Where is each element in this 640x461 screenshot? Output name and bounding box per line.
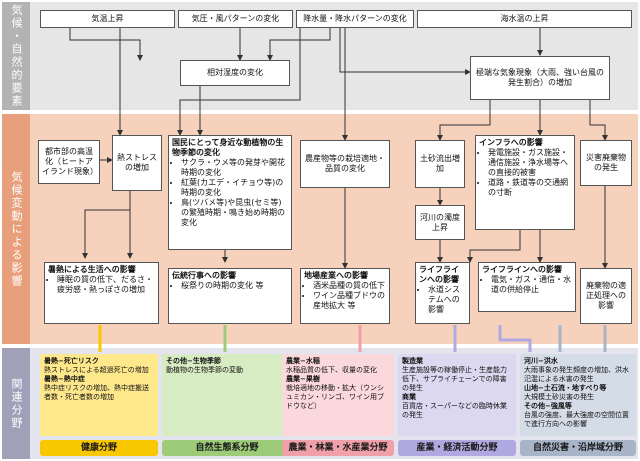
lifeline-supply-item: 電気・ガス・通信・水道の供給停止 — [491, 275, 572, 295]
sector-tab: 農業・林業・水産業分野 — [282, 440, 394, 456]
heat-life-item: 睡眠の質の低下、だるさ・疲労感・熱っぽさの増加 — [57, 275, 155, 295]
climate-band-label: 気候・自然的要素 — [2, 2, 30, 110]
sediment-box: 土砂流出増加 — [415, 140, 465, 188]
pressure-wind-label: 気圧・風パターンの変化 — [191, 14, 280, 23]
sea-temperature-label: 海水温の上昇 — [500, 14, 549, 23]
humidity-label: 相対湿度の変化 — [207, 68, 263, 77]
river-turbidity-box: 河川の濁度上昇 — [415, 205, 465, 240]
humidity-box: 相対湿度の変化 — [180, 60, 290, 86]
heat-stress-box: 熱ストレスの増加 — [112, 135, 162, 191]
urban-heat-label: 都市部の高温化（ヒートアイランド現象） — [42, 147, 98, 176]
sector-item-heading: 製造業 — [402, 357, 423, 365]
sector-item-heading: その他−強風等 — [524, 402, 572, 410]
sector-tab: 産業・経済活動分野 — [398, 440, 516, 456]
bio-season-list: サクラ・ウメ等の発芽や開花時期の変化 紅葉(カエデ・イチョウ等)の時期の変化 鳥… — [172, 158, 288, 228]
sea-temperature-box: 海水温の上昇 — [417, 10, 632, 28]
sector-field: 製造業生産施設等の稼働停止・生産能力低下、サプライチェーンでの障害の発生商業百貨… — [398, 354, 516, 436]
tradition-title: 伝統行事への影響 — [172, 271, 236, 280]
sector-item-heading: その他−生物季節 — [166, 357, 221, 365]
tradition-box: 伝統行事への影響 桜祭りの時期の変化 等 — [168, 268, 292, 324]
bio-season-item: 紅葉(カエデ・イチョウ等)の時期の変化 — [181, 178, 288, 198]
sector-item-text: 栽培適地の移動・拡大（ウンシュミカン・リンゴ、ワイン用ブドウなど） — [286, 384, 384, 410]
lifeline-item: 水道システムへの影響 — [428, 285, 466, 315]
infrastructure-list: 発電施設・ガス施設・通信施設・浄水場等への直接的被害 道路・鉄道等の交通網の寸断 — [479, 148, 571, 198]
river-turbidity-label: 河川の濁度上昇 — [420, 212, 460, 232]
sector-item-text: 熱ストレスによる超過死亡の増加 — [44, 366, 149, 374]
tradition-item: 桜祭りの時期の変化 等 — [181, 281, 288, 291]
bio-season-box: 国民にとって身近な動植物の生物季節の変化 サクラ・ウメ等の発芽や開花時期の変化 … — [168, 135, 292, 250]
heat-life-title: 暑熱による生活への影響 — [48, 265, 136, 274]
crop-change-label: 農産物等の栽培適地・品質の変化 — [305, 154, 385, 173]
sector-band-label: 関連分野 — [2, 348, 30, 459]
local-industry-title: 地場産業への影響 — [304, 271, 368, 280]
extreme-weather-label: 極端な気象現象（大雨、強い台風の発生割合）の増加 — [476, 68, 604, 87]
sector-field: 農業−水稲水稲品質の低下、収量の変化農業−果樹栽培適地の移動・拡大（ウンシュミカ… — [282, 354, 394, 436]
precipitation-box: 降水量・降水パターンの変化 — [296, 10, 414, 28]
lifeline-box: ライフラインへの影響 水道システムへの影響 — [415, 262, 470, 324]
local-industry-item: ワイン品種ブドウの産地拡大 等 — [313, 291, 386, 311]
heat-life-list: 睡眠の質の低下、だるさ・疲労感・熱っぽさの増加 — [48, 275, 155, 295]
sector-field: 河川−洪水大雨事象の発生頻度の増加、洪水氾濫による水害の発生山地−土石流・地すべ… — [520, 354, 636, 436]
sector-item-heading: 山地−土石流・地すべり等 — [524, 384, 607, 392]
waste-processing-box: 廃棄物の適正処理への影響 — [580, 268, 632, 324]
sector-item-heading: 河川−洪水 — [524, 357, 558, 365]
sector-tab: 自然災害・沿岸域分野 — [520, 440, 636, 456]
sector-item-heading: 暑熱−死亡リスク — [44, 357, 99, 365]
local-industry-list: 酒米品種の質の低下 ワイン品種ブドウの産地拡大 等 — [304, 281, 386, 311]
sector-item-text: 動植物の生物季節の変動 — [166, 366, 243, 374]
urban-heat-box: 都市部の高温化（ヒートアイランド現象） — [38, 140, 100, 184]
infrastructure-item: 発電施設・ガス施設・通信施設・浄水場等への直接的被害 — [488, 148, 571, 178]
infrastructure-box: インフラへの影響 発電施設・ガス施設・通信施設・浄水場等への直接的被害 道路・鉄… — [475, 135, 575, 230]
impact-band-label: 気候変動による影響 — [2, 114, 30, 344]
sector-tab: 自然生態系分野 — [162, 440, 292, 456]
local-industry-box: 地場産業への影響 酒米品種の質の低下 ワイン品種ブドウの産地拡大 等 — [300, 268, 390, 324]
disaster-waste-box: 災害廃棄物の発生 — [580, 140, 632, 186]
sector-item-text: 台風の強度、最大強度の空間位置で進行方向への影響 — [524, 411, 629, 428]
crop-change-box: 農産物等の栽培適地・品質の変化 — [300, 140, 390, 188]
sector-item-heading: 暑熱−熱中症 — [44, 375, 85, 383]
sector-field: その他−生物季節動植物の生物季節の変動 — [162, 354, 292, 436]
precipitation-label: 降水量・降水パターンの変化 — [303, 14, 407, 23]
waste-processing-label: 廃棄物の適正処理への影響 — [586, 281, 626, 310]
pressure-wind-box: 気圧・風パターンの変化 — [178, 10, 293, 28]
sector-item-heading: 商業 — [402, 393, 416, 401]
sector-item-text: 生産施設等の稼働停止・生産能力低下、サプライチェーンでの障害の発生 — [402, 366, 507, 392]
bio-season-item: サクラ・ウメ等の発芽や開花時期の変化 — [181, 158, 288, 178]
sector-field: 暑熱−死亡リスク熱ストレスによる超過死亡の増加暑熱−熱中症熱中症リスクの増加、熱… — [40, 354, 158, 436]
disaster-waste-label: 災害廃棄物の発生 — [586, 153, 626, 172]
heat-stress-label: 熱ストレスの増加 — [117, 153, 157, 172]
local-industry-item: 酒米品種の質の低下 — [313, 281, 386, 291]
bio-season-title: 国民にとって身近な動植物の生物季節の変化 — [172, 138, 284, 157]
sector-item-text: 水稲品質の低下、収量の変化 — [286, 366, 377, 374]
lifeline-supply-box: ライフラインへの影響 電気・ガス・通信・水道の供給停止 — [478, 262, 576, 312]
sector-item-text: 大雨事象の発生頻度の増加、洪水氾濫による水害の発生 — [524, 366, 629, 383]
extreme-weather-box: 極端な気象現象（大雨、強い台風の発生割合）の増加 — [470, 56, 610, 100]
tradition-list: 桜祭りの時期の変化 等 — [172, 281, 288, 291]
sediment-label: 土砂流出増加 — [420, 154, 460, 173]
sector-item-heading: 農業−果樹 — [286, 375, 320, 383]
sector-item-text: 熱中症リスクの増加、熱中症搬送者数・死亡者数の増加 — [44, 384, 149, 401]
sector-item-text: 大規模土砂災害の発生 — [524, 393, 594, 401]
bio-season-item: 鳥(ツバメ等)や昆虫(セミ等)の繁殖時期・鳴き始め時期の変化 — [181, 198, 288, 228]
temperature-rise-box: 気温上昇 — [40, 10, 175, 28]
infrastructure-item: 道路・鉄道等の交通網の寸断 — [488, 178, 571, 198]
lifeline-list: 水道システムへの影響 — [419, 285, 466, 315]
lifeline-title: ライフラインへの影響 — [419, 265, 459, 284]
sector-item-heading: 農業−水稲 — [286, 357, 320, 365]
infrastructure-title: インフラへの影響 — [479, 138, 543, 147]
heat-life-box: 暑熱による生活への影響 睡眠の質の低下、だるさ・疲労感・熱っぽさの増加 — [44, 262, 159, 324]
sector-item-text: 百貨店・スーパーなどの臨時休業の発生 — [402, 402, 507, 419]
lifeline-supply-title: ライフラインへの影響 — [482, 265, 562, 274]
lifeline-supply-list: 電気・ガス・通信・水道の供給停止 — [482, 275, 572, 295]
temperature-rise-label: 気温上昇 — [91, 14, 124, 23]
sector-tab: 健康分野 — [40, 440, 158, 456]
